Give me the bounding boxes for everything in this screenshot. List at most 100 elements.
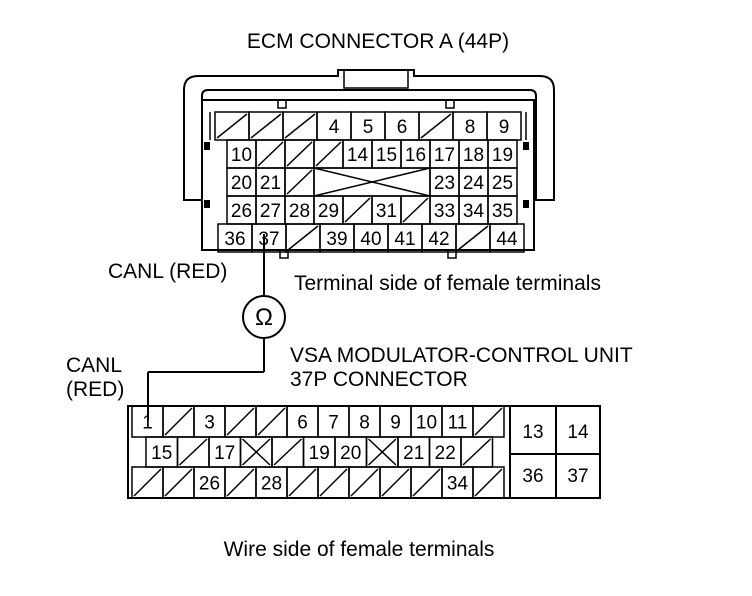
vsa-connector-terminal-28: 28 bbox=[261, 474, 282, 495]
vsa-terminal-36: 36 bbox=[522, 466, 543, 487]
ecm-connector-terminal-6: 6 bbox=[397, 117, 408, 138]
empty-cavity-mark bbox=[402, 197, 429, 223]
ecm-connector-terminal-41: 41 bbox=[394, 229, 415, 250]
vsa-connector-terminal-11: 11 bbox=[448, 413, 468, 434]
vsa-connector-terminal-26: 26 bbox=[199, 474, 220, 495]
ecm-side-caption: Terminal side of female terminals bbox=[294, 272, 601, 295]
ohmmeter-symbol: Ω bbox=[255, 304, 273, 331]
vsa-connector-terminal-10: 10 bbox=[416, 413, 437, 434]
ecm-connector-terminal-39: 39 bbox=[326, 229, 347, 250]
empty-cavity-mark bbox=[474, 468, 503, 497]
ecm-connector-terminal-9: 9 bbox=[499, 117, 510, 138]
vsa-connector-terminal-34: 34 bbox=[447, 474, 469, 495]
ecm-connector-terminal-26: 26 bbox=[231, 201, 252, 222]
ecm-connector-terminal-5: 5 bbox=[363, 117, 374, 138]
empty-cavity-mark bbox=[284, 113, 316, 139]
vsa-connector-title-line2: 37P CONNECTOR bbox=[290, 368, 468, 391]
ecm-connector-terminal-29: 29 bbox=[318, 201, 339, 222]
ecm-connector-terminal-14: 14 bbox=[347, 145, 369, 166]
empty-cavity-mark bbox=[164, 407, 193, 436]
ecm-connector-terminal-24: 24 bbox=[463, 173, 485, 194]
empty-cavity-mark bbox=[462, 438, 492, 466]
ecm-connector-terminal-40: 40 bbox=[360, 229, 381, 250]
ecm-connector-terminal-34: 34 bbox=[463, 201, 485, 222]
ecm-connector-title: ECM CONNECTOR A (44P) bbox=[247, 30, 509, 53]
ecm-connector-terminal-25: 25 bbox=[492, 173, 513, 194]
blocked-cavity-mark bbox=[367, 438, 397, 466]
ecm-connector-housing bbox=[183, 69, 555, 259]
empty-cavity-mark bbox=[164, 468, 193, 497]
empty-cavity-mark bbox=[226, 468, 255, 497]
ecm-connector-terminal-31: 31 bbox=[376, 201, 397, 222]
empty-cavity-mark bbox=[474, 407, 503, 436]
ecm-connector-terminal-42: 42 bbox=[428, 229, 449, 250]
vsa-connector-terminal-21: 21 bbox=[403, 443, 424, 464]
wire-label-bottom-line1: CANL bbox=[66, 354, 122, 377]
empty-cavity-mark bbox=[273, 438, 303, 466]
wire-label-bottom-line2: (RED) bbox=[66, 378, 124, 401]
empty-cavity-mark bbox=[344, 197, 371, 223]
ecm-connector-terminal-35: 35 bbox=[492, 201, 513, 222]
empty-cavity-mark bbox=[315, 141, 342, 167]
ecm-connector-terminal-33: 33 bbox=[434, 201, 455, 222]
vsa-connector-terminal-19: 19 bbox=[309, 443, 330, 464]
vsa-connector-terminal-7: 7 bbox=[328, 413, 339, 434]
vsa-connector-terminal-17: 17 bbox=[214, 443, 235, 464]
empty-cavity-mark bbox=[319, 468, 348, 497]
vsa-side-caption: Wire side of female terminals bbox=[224, 538, 495, 561]
vsa-terminal-13: 13 bbox=[522, 422, 543, 443]
ecm-connector-terminal-44: 44 bbox=[496, 229, 518, 250]
empty-cavity-mark bbox=[250, 113, 282, 139]
vsa-connector-terminal-6: 6 bbox=[297, 413, 308, 434]
ecm-connector-terminal-37: 37 bbox=[258, 229, 279, 250]
ecm-connector-terminal-10: 10 bbox=[231, 145, 252, 166]
ecm-connector-terminal-23: 23 bbox=[434, 173, 455, 194]
ecm-terminal-grid: 4 5 6 8 9 10 14 15 16 17 18 19 20 21 23 24 25 26 27 28 29 31 3… bbox=[214, 111, 525, 253]
vsa-connector-terminal-9: 9 bbox=[390, 413, 401, 434]
empty-cavity-mark bbox=[420, 113, 452, 139]
ecm-connector-terminal-18: 18 bbox=[463, 145, 484, 166]
empty-cavity-mark bbox=[412, 468, 441, 497]
wire-label-top: CANL (RED) bbox=[108, 260, 227, 283]
ecm-connector-terminal-4: 4 bbox=[329, 117, 340, 138]
ecm-connector-terminal-36: 36 bbox=[224, 229, 245, 250]
empty-cavity-mark bbox=[288, 468, 317, 497]
vsa-connector-terminal-20: 20 bbox=[340, 443, 361, 464]
empty-cavity-mark bbox=[216, 113, 248, 139]
empty-cavity-mark bbox=[133, 468, 162, 497]
vsa-connector-title-line1: VSA MODULATOR-CONTROL UNIT bbox=[290, 344, 633, 367]
vsa-connector-cell bbox=[472, 466, 505, 499]
ecm-connector-terminal-17: 17 bbox=[434, 145, 455, 166]
empty-cavity-mark bbox=[286, 169, 313, 195]
empty-cavity-mark bbox=[178, 438, 208, 466]
vsa-connector-terminal-3: 3 bbox=[204, 413, 215, 434]
ecm-connector-terminal-19: 19 bbox=[492, 145, 513, 166]
vsa-terminal-37: 37 bbox=[567, 466, 588, 487]
ecm-connector-terminal-21: 21 bbox=[260, 173, 281, 194]
ecm-connector-terminal-27: 27 bbox=[260, 201, 281, 222]
blocked-cavity-mark bbox=[313, 167, 431, 197]
empty-cavity-mark bbox=[257, 407, 286, 436]
empty-cavity-mark bbox=[287, 225, 319, 251]
vsa-connector-terminal-1: 1 bbox=[142, 413, 153, 434]
empty-cavity-mark bbox=[457, 225, 489, 251]
vsa-connector-terminal-8: 8 bbox=[359, 413, 370, 434]
ecm-connector-terminal-16: 16 bbox=[405, 145, 426, 166]
ecm-connector-cell bbox=[489, 223, 525, 253]
ecm-connector-terminal-28: 28 bbox=[289, 201, 310, 222]
vsa-terminal-14: 14 bbox=[567, 422, 589, 443]
probe-wiring bbox=[147, 234, 286, 420]
empty-cavity-mark bbox=[257, 141, 284, 167]
ecm-connector-terminal-20: 20 bbox=[231, 173, 252, 194]
empty-cavity-mark bbox=[286, 141, 313, 167]
empty-cavity-mark bbox=[226, 407, 255, 436]
ecm-connector-terminal-15: 15 bbox=[376, 145, 397, 166]
empty-cavity-mark bbox=[381, 468, 410, 497]
ecm-connector-terminal-8: 8 bbox=[465, 117, 476, 138]
vsa-connector-terminal-15: 15 bbox=[151, 443, 172, 464]
empty-cavity-mark bbox=[350, 468, 379, 497]
blocked-cavity-mark bbox=[241, 438, 271, 466]
vsa-connector-terminal-22: 22 bbox=[435, 443, 456, 464]
